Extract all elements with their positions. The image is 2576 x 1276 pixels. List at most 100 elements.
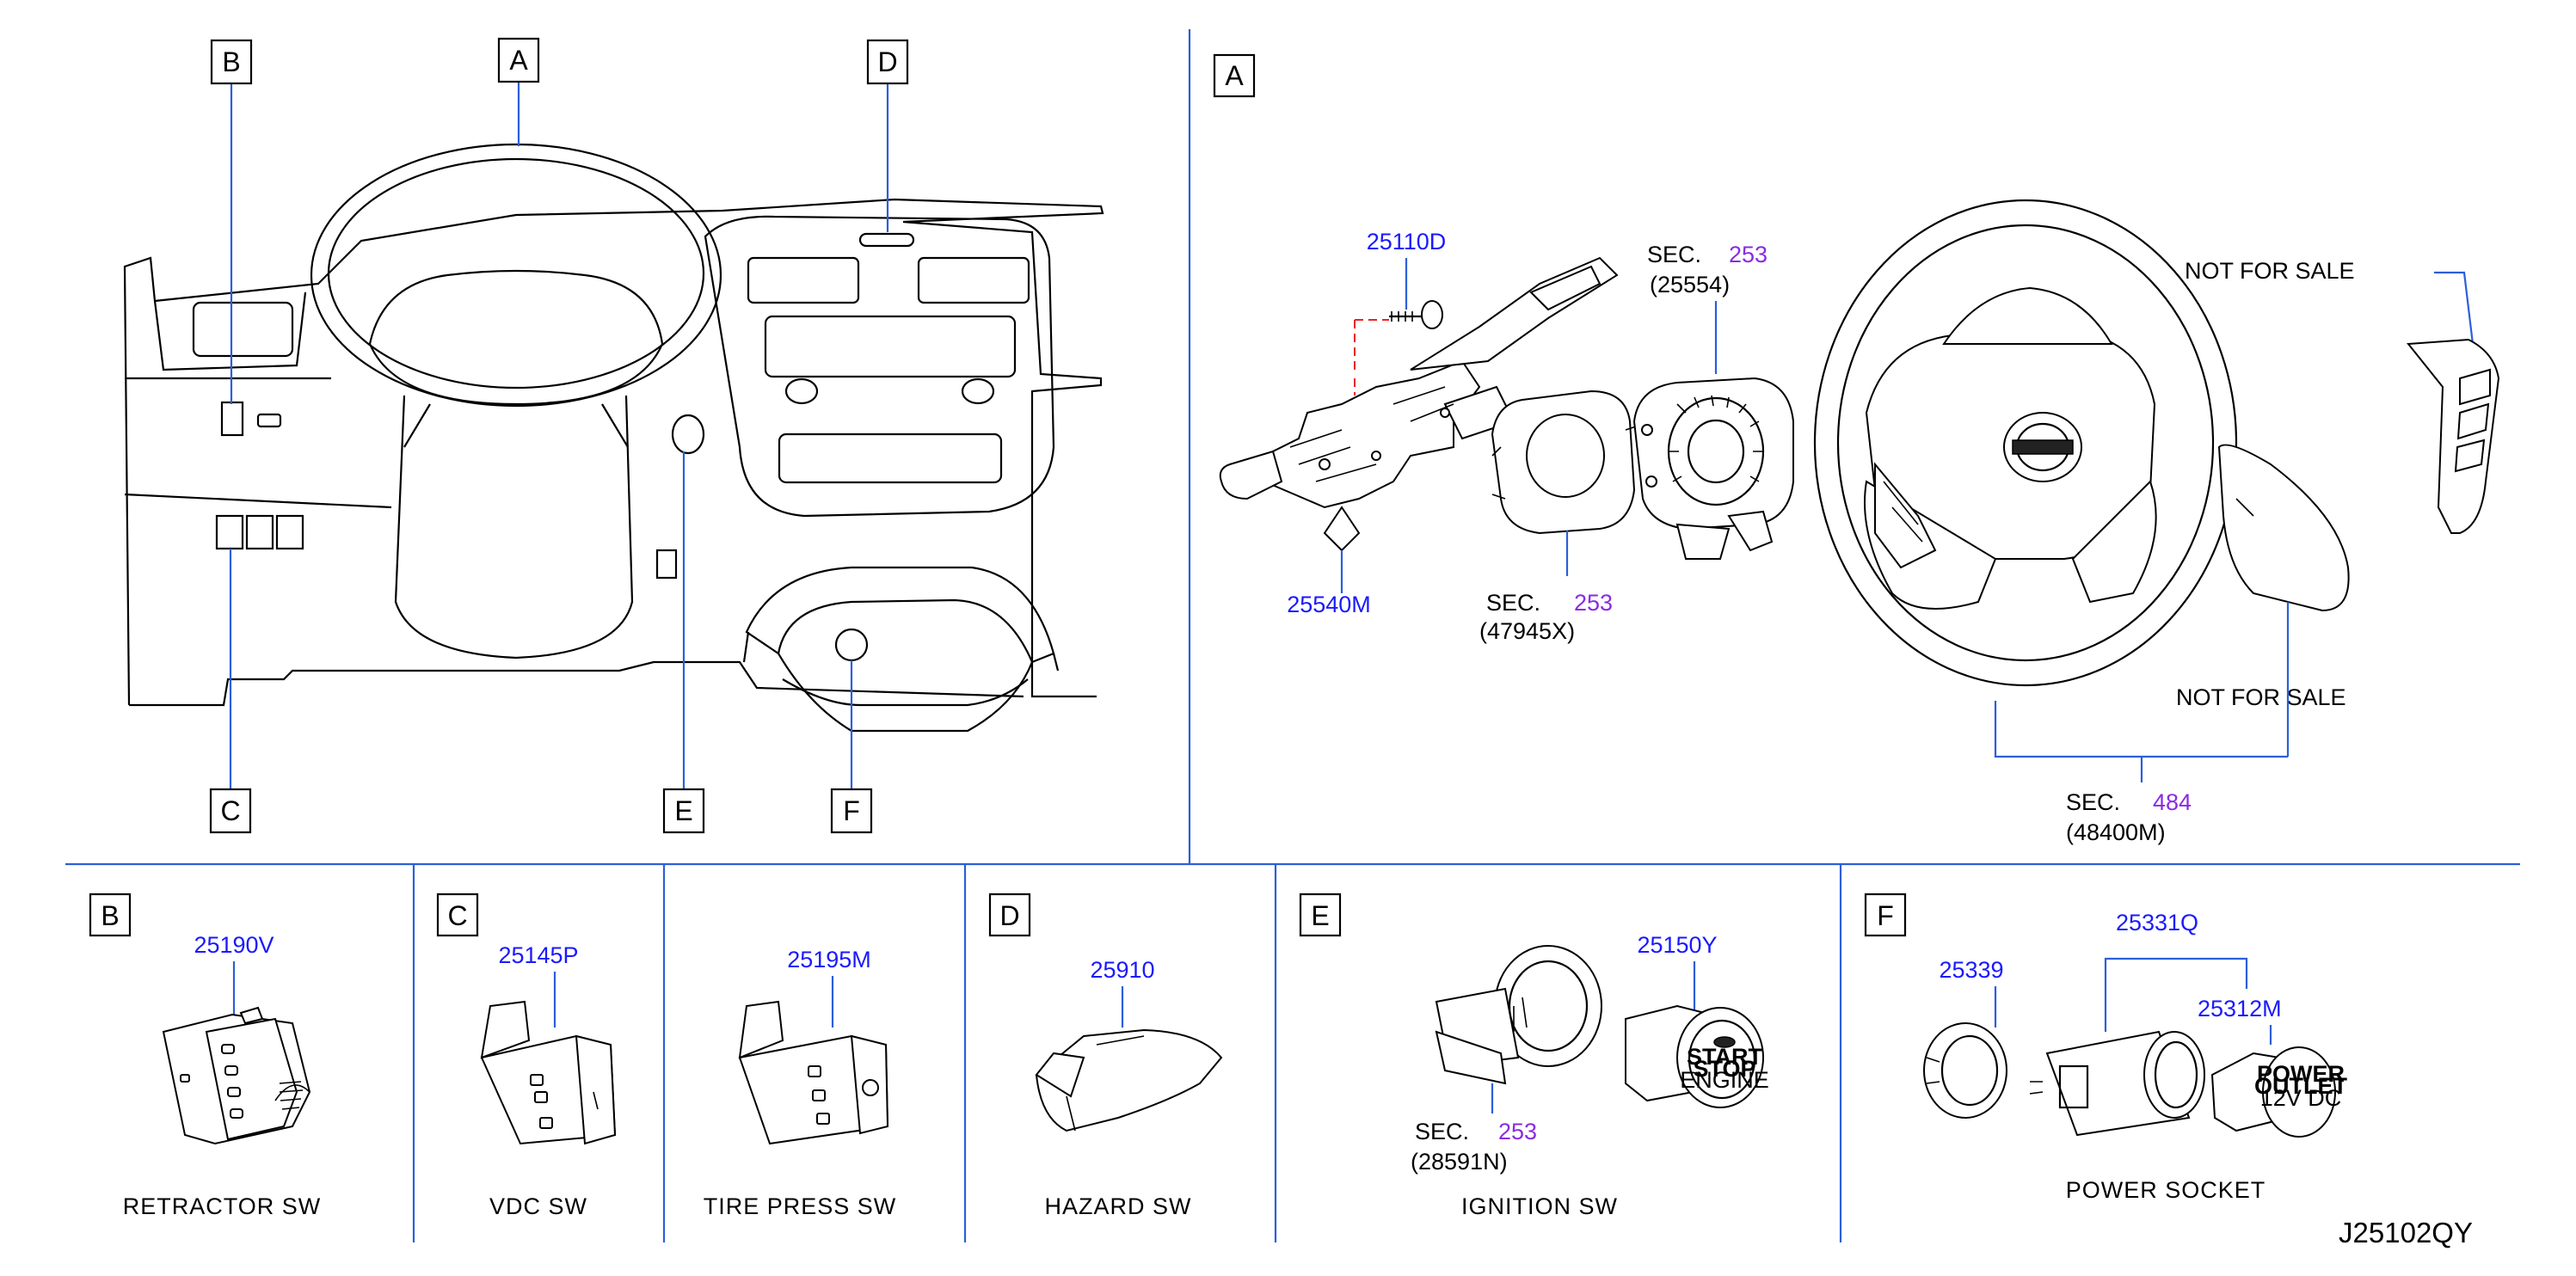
panel-a-label: A: [1213, 53, 1256, 98]
sec-253-28591n[interactable]: SEC. 253 (28591N): [1411, 1119, 1537, 1175]
panel-d: D 25910 HAZARD SW: [988, 893, 1223, 1219]
start-stop-button: START STOP ENGINE: [1625, 1004, 1769, 1108]
steering-column: [394, 395, 634, 659]
not-for-sale-label-2: NOT FOR SALE: [2176, 684, 2346, 710]
button-text-start: START: [1687, 1044, 1762, 1070]
console-lower-panel: [778, 432, 1003, 484]
console-vent-left: [747, 256, 860, 304]
caption-hazard-sw: HAZARD SW: [1045, 1193, 1192, 1219]
sec-label: SEC.: [2066, 789, 2120, 815]
overview-label-d[interactable]: D: [866, 39, 909, 85]
panel-a-label-text: A: [1225, 60, 1244, 91]
overview-label-f-text: F: [843, 795, 860, 826]
sec-code: (47945X): [1479, 618, 1575, 644]
overview-label-a[interactable]: A: [497, 37, 540, 83]
sec-code: (28591N): [1411, 1149, 1508, 1175]
dashboard-outline: [123, 198, 1104, 706]
socket-body-25331q: [2029, 1030, 2205, 1137]
part-25312m[interactable]: 25312M: [2198, 996, 2282, 1021]
hazard-switch: [1035, 1028, 1223, 1132]
switch-c3-outline: [275, 514, 304, 550]
sec-code: (48400M): [2066, 819, 2166, 845]
panel-d-label-text: D: [999, 900, 1019, 931]
combination-switch-25540m: [1219, 256, 1619, 552]
sec-label: SEC.: [1415, 1119, 1469, 1144]
part-25110d[interactable]: 25110D: [1367, 229, 1447, 255]
caption-ignition-sw: IGNITION SW: [1461, 1193, 1618, 1219]
part-25190v[interactable]: 25190V: [194, 932, 274, 958]
part-25331q[interactable]: 25331Q: [2116, 910, 2198, 936]
part-25195m[interactable]: 25195M: [787, 947, 871, 972]
retractor-switch: [162, 1006, 311, 1145]
button-text-engine: ENGINE: [1680, 1067, 1769, 1093]
overview-label-f[interactable]: F: [830, 788, 873, 834]
not-for-sale-label-1: NOT FOR SALE: [2185, 258, 2355, 284]
caption-vdc-sw: VDC SW: [489, 1193, 587, 1219]
panel-tire-press: 25195M TIRE PRESS SW: [704, 947, 897, 1219]
overview-label-e[interactable]: E: [662, 788, 705, 834]
dashboard-overview: [123, 143, 1104, 733]
switch-c1-outline: [215, 514, 244, 550]
steering-wheel-assembly: [1813, 199, 2238, 687]
console-knob-right: [961, 377, 995, 405]
socket-bezel-25339: [1923, 1022, 2007, 1119]
sec-253-25554[interactable]: SEC. 253 (25554): [1647, 242, 1768, 298]
panel-b: B 25190V RETRACTOR SW: [89, 893, 322, 1219]
socket-text-power: POWER: [2257, 1061, 2345, 1087]
panel-b-label: B: [89, 893, 132, 937]
caption-power-socket: POWER SOCKET: [2066, 1177, 2266, 1203]
panel-c-label: C: [436, 893, 479, 937]
panel-f-label: F: [1864, 893, 1907, 937]
tire-press-switch: [738, 1000, 889, 1145]
part-25150y[interactable]: 25150Y: [1637, 932, 1717, 958]
sec-number: 253: [1729, 242, 1768, 267]
wheel-rim-outer: [1813, 199, 2238, 687]
switch-c2-outline: [245, 514, 274, 550]
sec-number: 484: [2153, 789, 2192, 815]
spoke-cover-part: [2407, 338, 2500, 534]
dash-line-2: [124, 493, 392, 509]
vdc-switch: [480, 1000, 617, 1145]
overview-label-c[interactable]: C: [209, 788, 252, 834]
socket-cap-25312m: POWER OUTLET 12V DC: [2210, 1046, 2347, 1138]
airbag-cover-part: [2217, 444, 2350, 612]
socket-text-voltage: 12V DC: [2260, 1085, 2342, 1111]
dash-side-switch: [655, 549, 678, 580]
sec-number: 253: [1574, 590, 1613, 616]
sec-253-47945x[interactable]: SEC. 253 (47945X): [1479, 590, 1613, 644]
leader-25331q: [2104, 957, 2248, 1032]
sec-label: SEC.: [1647, 242, 1701, 267]
overview-label-b-text: B: [222, 46, 240, 77]
dashboard-bottom: [129, 660, 1024, 707]
lower-console-frame: [745, 566, 1055, 664]
overview-leaders: [229, 82, 889, 789]
overview-label-a-text: A: [509, 45, 528, 76]
part-25910[interactable]: 25910: [1090, 957, 1154, 983]
wheel-rim-inner: [1836, 224, 2215, 662]
wheel-top-spoke: [1942, 286, 2113, 345]
lower-console-rim: [782, 678, 1029, 707]
wheel-right-spoke: [2071, 480, 2157, 604]
wheel-switch-detail: [1883, 481, 1923, 543]
panel-dividers: [65, 29, 2520, 1242]
wheel-emblem-bar: [2012, 439, 2074, 455]
panel-b-label-text: B: [101, 900, 119, 931]
steering-wheel-outer: [310, 143, 722, 408]
part-25339[interactable]: 25339: [1939, 957, 2003, 983]
overview-labels: B A D C E F: [209, 37, 909, 834]
sec-484-48400m[interactable]: SEC. 484 (48400M): [2066, 789, 2192, 845]
overview-label-b[interactable]: B: [210, 39, 253, 85]
button-text-stop: STOP: [1693, 1056, 1755, 1082]
part-25540m[interactable]: 25540M: [1287, 592, 1371, 617]
switch-b-outline: [220, 401, 244, 437]
steering-spokes: [403, 403, 629, 448]
steering-wheel-inner: [327, 157, 705, 390]
caption-retractor-sw: RETRACTOR SW: [123, 1193, 322, 1219]
caption-tire-press-sw: TIRE PRESS SW: [704, 1193, 897, 1219]
part-25145p[interactable]: 25145P: [498, 942, 578, 968]
panel-a: A 25110D 25540M: [1213, 53, 2500, 845]
steering-hub: [368, 269, 664, 406]
console-display: [764, 315, 1017, 378]
overview-label-d-text: D: [877, 46, 897, 77]
